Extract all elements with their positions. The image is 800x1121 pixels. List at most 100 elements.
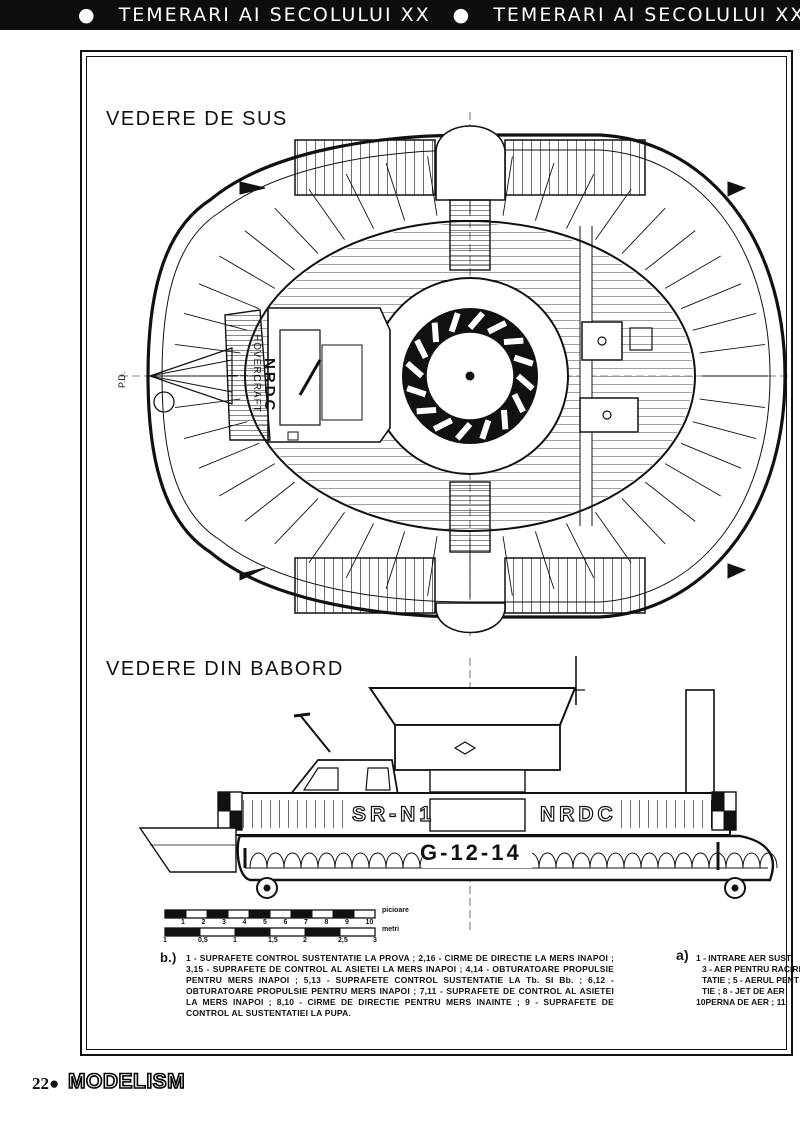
scale-bar <box>164 909 376 937</box>
scale-tick-label: 2 <box>201 919 206 926</box>
scale-tick-label: 6 <box>283 919 288 926</box>
caption-a-line5: 10PERNA DE AER ; 11 <box>696 997 786 1007</box>
fan-blade <box>432 417 453 432</box>
skirt-rib <box>198 283 260 310</box>
scale-feet-label: picioare <box>382 907 409 914</box>
header-title-1: TEMERARI AI SECOLULUI XX <box>118 4 431 26</box>
caption-a-line1: 1 - INTRARE AER SUST <box>696 953 792 963</box>
skirt-segment <box>674 852 693 869</box>
side-view <box>138 656 778 930</box>
skirt-rib <box>621 207 666 254</box>
fan-blade <box>487 320 508 335</box>
caption-a-line2: 3 - AER PENTRU RACIRE <box>702 964 800 974</box>
skirt-rib <box>699 398 766 409</box>
skirt-segment <box>640 852 659 869</box>
fan-blade <box>431 322 440 343</box>
fan-blade <box>467 311 485 330</box>
skirt-rib <box>244 230 295 271</box>
running-header: ● TEMERARI AI SECOLULUI XX ● TEMERARI AI… <box>0 0 800 30</box>
skirt-segment <box>283 852 302 869</box>
hull-name-label: NRDC <box>539 802 617 826</box>
skirt-rib <box>595 512 632 564</box>
skirt-rib <box>699 343 766 354</box>
skirt-segment <box>657 852 676 869</box>
skirt-segment <box>538 852 557 869</box>
scale-tick-label: 1 <box>181 919 185 926</box>
skirt-rib <box>308 512 345 564</box>
scale-tick-label: 7 <box>304 919 308 926</box>
scale-tick-label: 8 <box>324 919 329 926</box>
fan-blade <box>516 373 535 391</box>
header-title-2: TEMERARI AI SECOLULUI XX <box>493 4 800 26</box>
top-view <box>120 112 790 640</box>
page-frame-outer <box>80 50 793 1056</box>
scale-tick-label: 4 <box>242 919 247 926</box>
skirt-rib <box>219 463 276 497</box>
scale-tick-label: 10 <box>365 919 374 926</box>
skirt-segment <box>623 852 642 869</box>
scale-tick-label: 3 <box>373 937 377 944</box>
scale-tick-label: 1 <box>233 937 237 944</box>
skirt-segment <box>725 852 744 869</box>
skirt-segment <box>351 852 370 869</box>
fan-blade <box>479 419 492 440</box>
scale-tick-label: 2,5 <box>338 937 348 944</box>
page-number: 22● <box>32 1074 60 1093</box>
page-frame-inner <box>86 56 787 1050</box>
skirt-segment <box>334 852 353 869</box>
skirt-segment <box>606 852 625 869</box>
hull-code-label: SR-N1 <box>351 802 436 826</box>
skirt-rib <box>308 188 345 240</box>
deck-sub-label: HOVERCRAFT <box>251 334 262 413</box>
skirt-segment <box>317 852 336 869</box>
fan-blade <box>405 361 424 379</box>
top-view-title: VEDERE DE SUS <box>106 108 288 130</box>
deck-name-label: NRDC <box>261 358 278 414</box>
skirt-rib <box>244 481 295 522</box>
skirt-rib <box>692 421 757 439</box>
skirt-segment <box>249 852 268 869</box>
fan-blade <box>406 385 427 398</box>
axis-label-pd: P.D. <box>117 371 127 388</box>
scale-tick-label: 2 <box>303 937 307 944</box>
scale-tick-label: 0,5 <box>198 937 208 944</box>
skirt-segment <box>691 852 710 869</box>
scale-tick-label: 1,5 <box>268 937 278 944</box>
header-bullet: ● <box>78 4 97 26</box>
skirt-segment <box>572 852 591 869</box>
skirt-rib <box>645 230 696 271</box>
side-view-title: VEDERE DIN BABORD <box>106 658 344 680</box>
skirt-rib <box>664 255 721 289</box>
fan-blade <box>500 409 509 430</box>
skirt-segment <box>266 852 285 869</box>
fan-blade <box>513 354 534 367</box>
skirt-segment <box>368 852 387 869</box>
skirt-rib <box>680 442 742 469</box>
scale-tick-label: 3 <box>222 919 226 926</box>
fan-blade <box>414 338 429 359</box>
skirt-segment <box>555 852 574 869</box>
caption-a-marker: a) <box>676 947 689 963</box>
skirt-rib <box>274 498 319 545</box>
caption-a-line3: TATIE ; 5 - AERUL PENT <box>702 975 799 985</box>
skirt-rib <box>692 313 757 331</box>
fan-blade <box>416 406 437 415</box>
scale-tick-label: 9 <box>345 919 349 926</box>
skirt-segment <box>385 852 404 869</box>
skirt-segment <box>300 852 319 869</box>
registration-label: G-12-14 <box>420 840 522 865</box>
scale-tick-label: 1 <box>163 937 167 944</box>
caption-b-marker: b.) <box>160 950 177 965</box>
fan-blade <box>503 337 524 346</box>
caption-a-line4: TIE ; 8 - JET DE AER <box>702 986 785 996</box>
skirt-rib <box>274 207 319 254</box>
skirt-rib <box>664 463 721 497</box>
fan-blade <box>455 422 473 441</box>
magazine-logo: MODELISM <box>67 1069 186 1094</box>
skirt-segment <box>589 852 608 869</box>
scale-meters-label: metri <box>382 926 400 933</box>
skirt-rib <box>198 442 260 469</box>
fan-blade <box>448 312 461 333</box>
scale-tick-label: 5 <box>263 919 267 926</box>
